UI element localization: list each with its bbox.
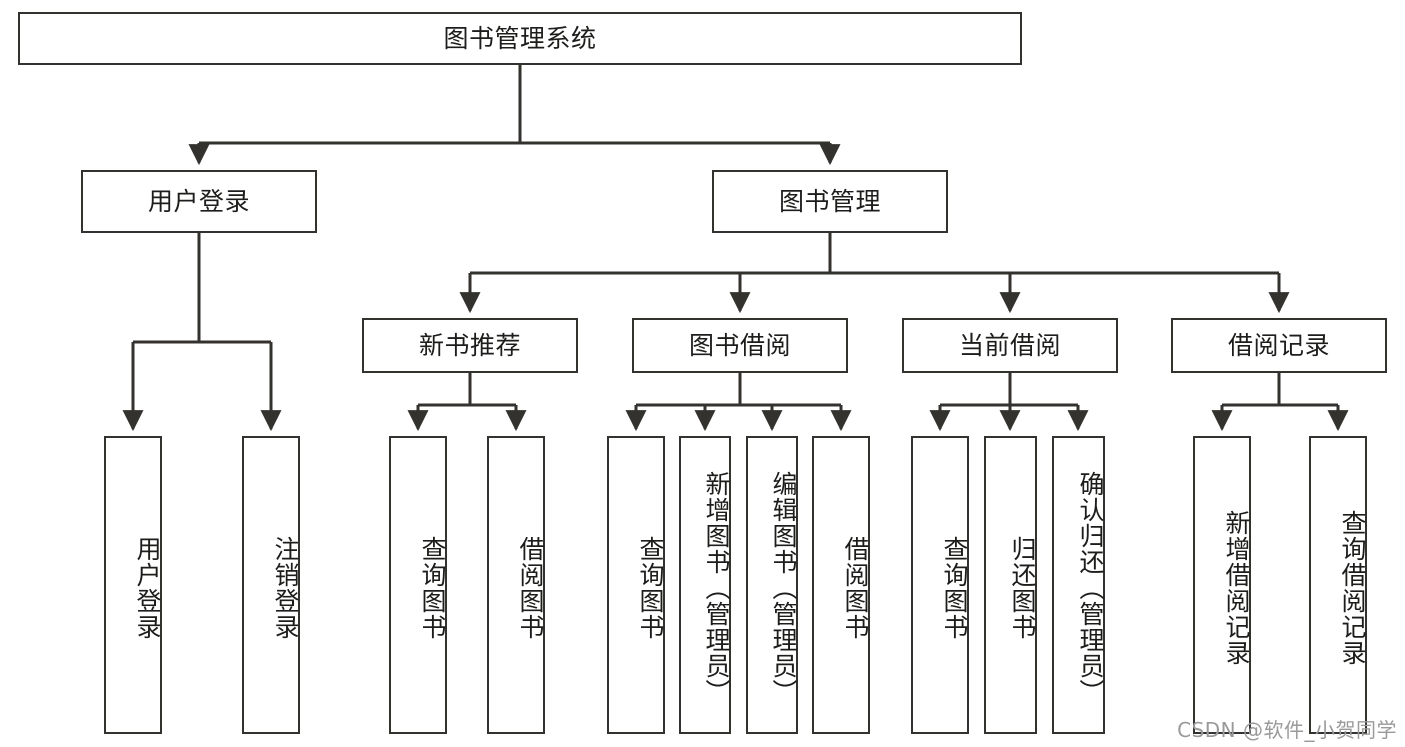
node-leaf-borrow-book-2-label: 借阅图书 [841, 536, 870, 640]
node-book-borrow-label: 图书借阅 [688, 330, 791, 360]
node-leaf-return-book-label: 归还图书 [1008, 536, 1037, 640]
node-leaf-query-record-label: 查询借阅记录 [1338, 510, 1367, 666]
node-new-book-recommend-label: 新书推荐 [418, 330, 521, 360]
node-leaf-query-book-3[interactable]: 查询图书 [911, 436, 969, 734]
node-leaf-query-book-2-label: 查询图书 [636, 536, 665, 640]
node-current-borrow[interactable]: 当前借阅 [902, 318, 1118, 373]
node-leaf-return-book[interactable]: 归还图书 [984, 436, 1037, 734]
node-leaf-add-book[interactable]: 新增图书（管理员） [679, 436, 731, 734]
node-book-manage[interactable]: 图书管理 [712, 170, 948, 233]
node-leaf-user-logout-label: 注销登录 [271, 536, 300, 640]
node-root[interactable]: 图书管理系统 [18, 12, 1022, 65]
node-leaf-query-record[interactable]: 查询借阅记录 [1309, 436, 1367, 734]
node-leaf-add-record-label: 新增借阅记录 [1222, 510, 1251, 666]
node-leaf-query-book-1[interactable]: 查询图书 [389, 436, 447, 734]
node-leaf-edit-book-label: 编辑图书（管理员） [769, 471, 798, 705]
node-leaf-query-book-2[interactable]: 查询图书 [607, 436, 665, 734]
node-leaf-borrow-book-2[interactable]: 借阅图书 [812, 436, 870, 734]
node-leaf-add-book-label: 新增图书（管理员） [702, 471, 731, 705]
node-leaf-user-login[interactable]: 用户登录 [104, 436, 162, 734]
node-leaf-confirm-return[interactable]: 确认归还（管理员） [1052, 436, 1105, 734]
watermark-text: CSDN @软件_小贺同学 [1177, 718, 1397, 742]
node-leaf-confirm-return-label: 确认归还（管理员） [1076, 471, 1105, 705]
node-borrow-record[interactable]: 借阅记录 [1171, 318, 1387, 373]
node-book-borrow[interactable]: 图书借阅 [632, 318, 848, 373]
node-leaf-user-login-label: 用户登录 [133, 536, 162, 640]
node-root-label: 图书管理系统 [443, 23, 597, 53]
node-user-login-label: 用户登录 [147, 186, 250, 216]
node-leaf-query-book-1-label: 查询图书 [418, 536, 447, 640]
node-leaf-borrow-book-1-label: 借阅图书 [516, 536, 545, 640]
node-book-manage-label: 图书管理 [778, 186, 881, 216]
node-leaf-edit-book[interactable]: 编辑图书（管理员） [746, 436, 798, 734]
node-borrow-record-label: 借阅记录 [1227, 330, 1330, 360]
node-leaf-user-logout[interactable]: 注销登录 [242, 436, 300, 734]
node-current-borrow-label: 当前借阅 [958, 330, 1061, 360]
node-leaf-query-book-3-label: 查询图书 [940, 536, 969, 640]
node-user-login[interactable]: 用户登录 [81, 170, 317, 233]
node-new-book-recommend[interactable]: 新书推荐 [362, 318, 578, 373]
node-leaf-borrow-book-1[interactable]: 借阅图书 [487, 436, 545, 734]
node-leaf-add-record[interactable]: 新增借阅记录 [1193, 436, 1251, 734]
